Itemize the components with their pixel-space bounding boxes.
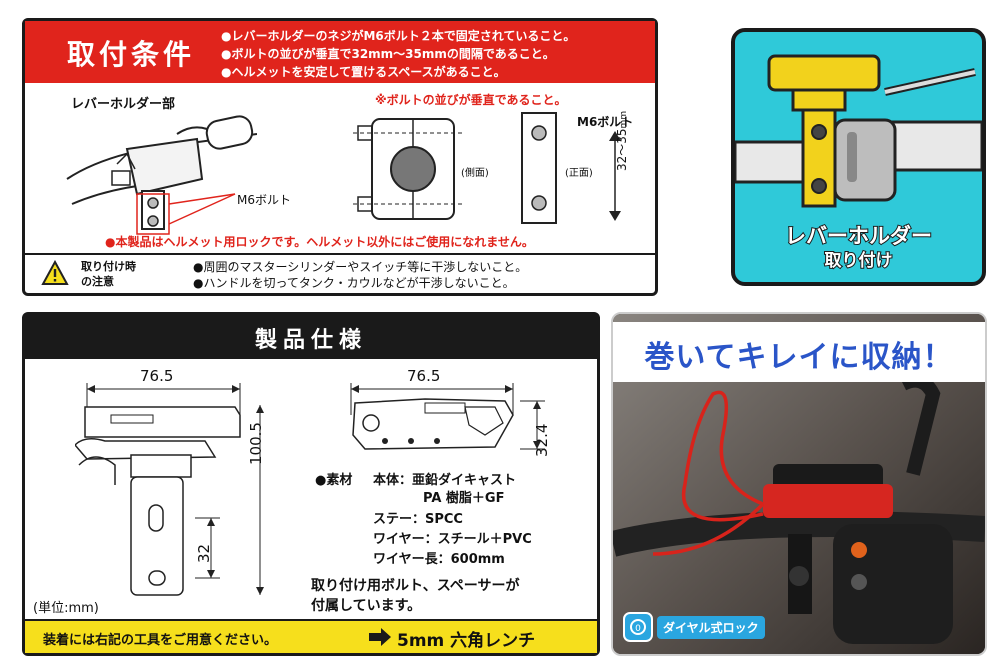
tool-name: 5mm 六角レンチ	[397, 631, 536, 651]
material-line-5: ワイヤー長：600mm	[373, 552, 505, 567]
m6-bolt-label: M6ボルト	[237, 193, 291, 207]
conditions-title: 取付条件	[67, 38, 196, 71]
front-view-diagram	[521, 112, 557, 224]
arrow-right-icon	[369, 628, 391, 646]
lever-holder-label: レバーホルダー部	[71, 97, 176, 112]
lever-mount-illustration	[735, 54, 982, 208]
svg-text:0: 0	[635, 624, 641, 634]
storage-photo-panel: 巻いてキレイに収納！ 0 ダイヤル式ロック	[611, 312, 987, 656]
spec-header: 製品仕様	[25, 315, 597, 359]
material-line-4: ワイヤー：スチール＋PVC	[373, 532, 532, 547]
dial-lock-badge: 0 ダイヤル式ロック	[623, 612, 765, 642]
installation-conditions-panel: 取付条件 ●レバーホルダーのネジがM6ボルト２本で固定されていること。 ●ボルト…	[22, 18, 658, 296]
side-view-diagram	[353, 118, 463, 220]
product-spec-panel: 製品仕様 76.5 100.5 32 (単位:mm) 76.5 32.4	[22, 312, 600, 656]
caution-title-1: 取り付け時	[81, 260, 136, 273]
spacing-arrow	[609, 131, 621, 221]
unit-note: (単位:mm)	[33, 601, 99, 616]
warning-icon	[41, 260, 69, 285]
lever-caption-1: レバーホルダー	[784, 223, 933, 249]
material-line-3: ステー：SPCC	[373, 512, 463, 527]
dial-lock-label: ダイヤル式ロック	[657, 615, 765, 639]
spacing-value: 32～35	[615, 128, 629, 171]
condition-line-1: ●レバーホルダーのネジがM6ボルト２本で固定されていること。	[221, 29, 576, 43]
caution-line-1: ●周囲のマスターシリンダーやスイッチ等に干渉しないこと。	[193, 260, 528, 274]
spacing-label: 32～35mm	[613, 111, 630, 171]
m6-bolt-label-front: M6ボルト	[577, 115, 634, 129]
caution-bar: 取り付け時 の注意 ●周囲のマスターシリンダーやスイッチ等に干渉しないこと。 ●…	[25, 253, 655, 293]
dial-lock-icon: 0	[623, 612, 653, 642]
front-view-label: (正面)	[565, 168, 593, 179]
condition-line-3: ●ヘルメットを安定して置けるスペースがあること。	[221, 65, 506, 79]
vertical-note: ※ボルトの並びが垂直であること。	[375, 93, 567, 107]
tool-footer-text: 装着には右記の工具をご用意ください。	[43, 633, 278, 648]
conditions-header: 取付条件 ●レバーホルダーのネジがM6ボルト２本で固定されていること。 ●ボルト…	[25, 21, 655, 83]
bolt-note-2: 付属しています。	[311, 598, 422, 614]
side-profile-drawing	[75, 383, 264, 596]
lever-holder-panel: レバーホルダー 取り付け	[731, 28, 986, 286]
material-line-1: 本体：亜鉛ダイキャスト	[373, 473, 517, 488]
bolt-note-1: 取り付け用ボルト、スペーサーが	[311, 578, 520, 594]
spec-title: 製品仕様	[254, 328, 367, 353]
tool-footer: 装着には右記の工具をご用意ください。 5mm 六角レンチ	[25, 619, 597, 653]
dim-width-left: 76.5	[140, 367, 174, 385]
lever-holder-illustration	[66, 115, 257, 235]
top-lock-drawing	[350, 383, 545, 450]
condition-line-2: ●ボルトの並びが垂直で32mm～35mmの間隔であること。	[221, 47, 555, 61]
helmet-warning: ●本製品はヘルメット用ロックです。ヘルメット以外にはご使用になれません。	[105, 235, 534, 249]
spacing-unit: mm	[619, 110, 629, 129]
caution-line-2: ●ハンドルを切ってタンク・カウルなどが干渉しないこと。	[193, 276, 515, 290]
dim-width-right: 76.5	[407, 367, 441, 385]
storage-title: 巻いてキレイに収納！	[613, 322, 985, 382]
caution-title-2: の注意	[81, 275, 114, 288]
material-line-2: PA 樹脂＋GF	[423, 491, 505, 506]
material-label: ●素材	[315, 473, 353, 488]
side-view-label: (側面)	[461, 168, 489, 179]
lever-caption-2: 取り付け	[824, 250, 894, 272]
